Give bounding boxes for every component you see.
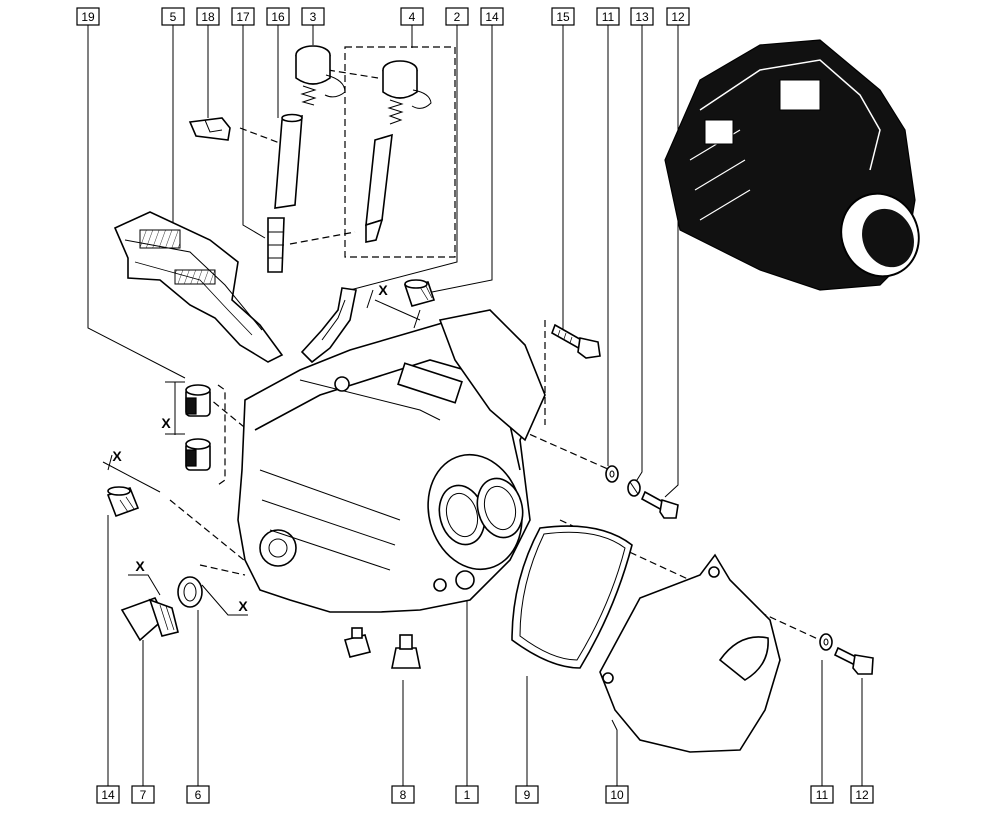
part-19-bushings — [185, 384, 211, 471]
callout-top-3: 3 — [301, 7, 325, 26]
svg-text:3: 3 — [310, 10, 317, 24]
part-6-seal-ring — [177, 576, 203, 608]
part-4-breather-assembly — [365, 60, 432, 243]
part-8-drain-plugs — [343, 627, 421, 669]
part-7-threaded-plug — [120, 597, 179, 642]
callout-bottom-14: 14 — [96, 785, 120, 804]
svg-text:5: 5 — [170, 10, 177, 24]
callout-bottom-11: 11 — [810, 785, 834, 804]
svg-text:13: 13 — [635, 10, 649, 24]
callout-top-4: 4 — [400, 7, 424, 26]
svg-text:11: 11 — [816, 788, 829, 802]
svg-text:10: 10 — [610, 788, 624, 802]
callout-top-16: 16 — [266, 7, 290, 26]
part-11-washer-top — [605, 465, 619, 483]
callout-top-14: 14 — [480, 7, 504, 26]
svg-text:14: 14 — [485, 10, 499, 24]
callout-top-11: 11 — [596, 7, 620, 26]
svg-text:4: 4 — [409, 10, 416, 24]
callouts-bottom: 14 7 6 8 1 9 10 11 12 — [96, 785, 874, 804]
part-3-breather-cap — [295, 45, 346, 106]
callout-top-18: 18 — [196, 7, 220, 26]
svg-text:17: 17 — [236, 10, 250, 24]
part-11-washer-bottom — [819, 633, 833, 651]
x-mark-1: X — [378, 282, 388, 298]
part-14-bushing-top — [403, 279, 436, 307]
svg-text:9: 9 — [524, 788, 531, 802]
svg-text:1: 1 — [464, 788, 471, 802]
x-mark-4: X — [135, 558, 145, 574]
svg-text:2: 2 — [454, 10, 461, 24]
x-mark-5: X — [238, 598, 248, 614]
callouts-top: 19 5 18 17 16 3 4 2 14 15 11 13 12 — [76, 7, 690, 26]
x-mark-3: X — [112, 448, 122, 464]
part-12-bolt-bottom — [833, 646, 874, 675]
callout-top-5: 5 — [161, 7, 185, 26]
svg-text:12: 12 — [855, 788, 869, 802]
svg-text:15: 15 — [556, 10, 570, 24]
x-dimension-marks: X X X X X — [102, 282, 421, 616]
callout-bottom-1: 1 — [455, 785, 479, 804]
callout-bottom-10: 10 — [605, 785, 629, 804]
svg-text:6: 6 — [195, 788, 202, 802]
part-10-end-cover — [599, 553, 781, 753]
callout-top-13: 13 — [630, 7, 654, 26]
callout-bottom-12: 12 — [850, 785, 874, 804]
callout-bottom-7: 7 — [131, 785, 155, 804]
svg-text:11: 11 — [602, 10, 615, 24]
inset-assembled-gearbox — [664, 39, 920, 291]
part-9-gasket — [511, 525, 633, 669]
svg-text:12: 12 — [671, 10, 685, 24]
part-17-fitting — [267, 217, 285, 273]
callout-top-19: 19 — [76, 7, 100, 26]
svg-text:7: 7 — [140, 788, 147, 802]
part-15-bolt — [551, 323, 601, 359]
svg-text:18: 18 — [201, 10, 215, 24]
callout-bottom-6: 6 — [186, 785, 210, 804]
part-18-clip — [188, 117, 231, 141]
part-14-bushing-left — [106, 486, 140, 518]
svg-text:8: 8 — [400, 788, 407, 802]
svg-text:19: 19 — [81, 10, 95, 24]
callout-bottom-9: 9 — [515, 785, 539, 804]
part-1-gearbox-housing — [237, 309, 546, 613]
x-mark-2: X — [161, 415, 171, 431]
part-2-breather-tube — [300, 287, 357, 364]
part-5-guide-plate — [113, 211, 284, 363]
svg-text:16: 16 — [271, 10, 285, 24]
callout-top-15: 15 — [551, 7, 575, 26]
part-16-hose — [274, 113, 303, 209]
svg-text:14: 14 — [101, 788, 115, 802]
callout-top-17: 17 — [231, 7, 255, 26]
callout-top-12: 12 — [666, 7, 690, 26]
part-13-lock-washer — [627, 479, 641, 497]
callout-bottom-8: 8 — [391, 785, 415, 804]
callout-top-2: 2 — [445, 7, 469, 26]
part-12-bolt-top — [640, 490, 679, 519]
